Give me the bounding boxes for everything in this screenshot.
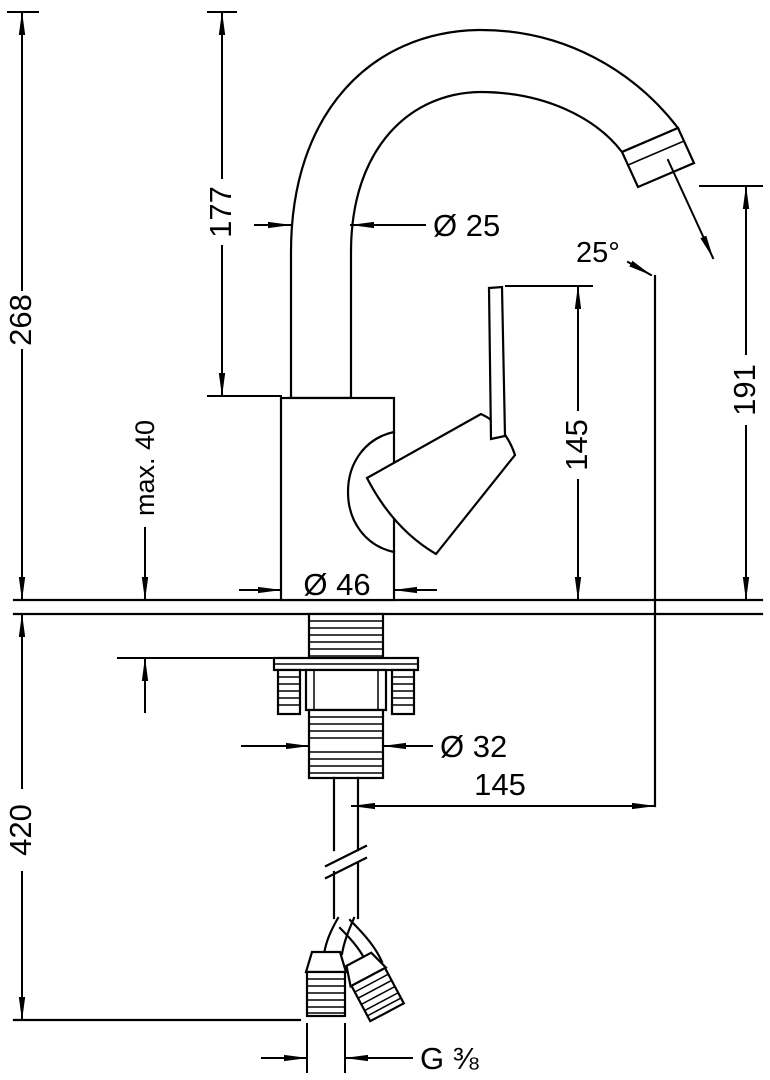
base-diameter-label: Ø 46 [303, 567, 370, 602]
spout-gooseneck [289, 28, 680, 400]
connection-thread-label: G ⅜ [420, 1041, 479, 1076]
right-clamp-screw [390, 668, 416, 716]
faucet-outline [279, 28, 696, 602]
spout-underside-height-label: 177 [203, 186, 238, 238]
pipe-break-line-2 [324, 856, 368, 880]
spout-aerator-tip [620, 126, 696, 189]
spout-reach-label: 145 [474, 767, 526, 802]
right-clamp-screw-hatch [391, 676, 415, 706]
pipe-break-line-1 [324, 844, 368, 868]
mounting-deck-lines [12, 598, 764, 616]
left-clamp-screw-hatch [277, 676, 301, 706]
shank-upper-thread-hatch [308, 620, 384, 657]
spout-angle-label: 25° [576, 237, 620, 269]
spout-angle-dimension [626, 158, 715, 277]
handle-lever-rod [487, 285, 507, 441]
shank-diameter-label: Ø 32 [440, 729, 507, 764]
supply-hoses [304, 916, 406, 1023]
overall-height-label: 268 [3, 294, 38, 346]
spout-underside-height-dimension [207, 11, 282, 397]
connection-thread-dimension [261, 1023, 413, 1073]
overall-height-dimension [7, 11, 39, 601]
angle-leader-arrow [626, 260, 653, 277]
outlet-height-label: 191 [727, 364, 762, 416]
supply-pipe [324, 776, 368, 920]
hose-b-thread-hatch [353, 973, 402, 1017]
mixer-body [279, 396, 396, 602]
shank-lower-thread [307, 708, 385, 780]
hose-a-nut [304, 950, 348, 974]
left-clamp-screw [276, 668, 302, 716]
hose-a-thread-hatch [306, 978, 346, 1014]
hose-b-connector [345, 951, 406, 1023]
handle-boss-curve [346, 430, 396, 554]
max-thickness-dimension [117, 527, 277, 713]
spout-diameter-label: Ø 25 [433, 208, 500, 243]
outlet-height-dimension [699, 185, 763, 601]
max-thickness-label: max. 40 [130, 420, 160, 516]
handle-height-label: 145 [559, 419, 594, 471]
shank-lower-thread-hatch [308, 716, 384, 774]
hose-length-label: 420 [3, 804, 38, 856]
handle-height-dimension [505, 285, 593, 601]
dimension-labels: 268 177 max. 40 Ø 25 25° 191 145 Ø 46 Ø … [3, 186, 762, 1076]
outlet-direction-line [666, 158, 715, 260]
mounting-nut [304, 668, 388, 712]
mounting-hardware [272, 612, 420, 780]
aerator-joint-line [626, 139, 686, 167]
